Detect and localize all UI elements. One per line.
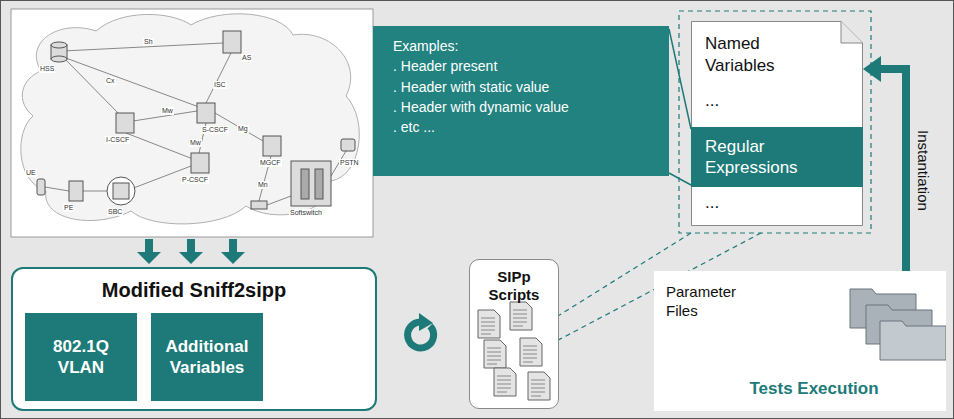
network-label: I-CSCF — [105, 136, 130, 144]
network-label: Mw — [189, 139, 202, 147]
example-line: . Header present — [393, 56, 649, 76]
example-line: . Header with static value — [393, 77, 649, 97]
scripts-title: SIPp Scripts — [474, 268, 554, 304]
panel-text: Tests Execution — [704, 379, 924, 399]
capture-arrows — [137, 239, 245, 264]
network-label: Mn — [257, 181, 269, 189]
examples-callout: Examples:. Header present. Header with s… — [373, 26, 669, 176]
network-label: AS — [241, 54, 252, 62]
network-label: ISC — [213, 81, 227, 89]
network-label: Mw — [161, 107, 174, 115]
network-label: S-CSCF — [201, 126, 229, 134]
cycle-arrow — [408, 313, 434, 348]
network-label: Softswitch — [289, 209, 323, 217]
tests-panel: Parameter FilesTests Execution — [654, 271, 946, 411]
feature-label: Additional Variables — [157, 336, 257, 379]
tool-box: Modified Sniff2sipp 802.1Q VLAN Additional… — [11, 267, 377, 411]
scripts-box: SIPp Scripts — [469, 259, 559, 409]
regex-label: Regular Expressions — [705, 136, 825, 179]
connector — [863, 56, 906, 271]
regex-band: Regular Expressions — [691, 127, 863, 187]
panel-text: Parameter Files — [666, 283, 756, 321]
document-text: ... — [705, 193, 719, 213]
network-label: HSS — [39, 65, 55, 73]
example-line: Examples: — [393, 36, 649, 56]
network-links — [45, 43, 346, 205]
connector — [669, 29, 691, 185]
network-label: Sh — [143, 38, 154, 46]
feature-box: Additional Variables — [151, 313, 263, 401]
network-elements — [37, 31, 355, 209]
tool-title: Modified Sniff2sipp — [13, 279, 375, 302]
example-line: . etc ... — [393, 117, 649, 137]
dashed-template-frame — [679, 11, 871, 233]
document-text: ... — [705, 91, 719, 111]
template-document: Named Variables...... Regular Expressions — [691, 21, 863, 226]
network-cloud — [21, 14, 360, 224]
network-label: SBC — [107, 208, 123, 216]
network-label: UE — [25, 169, 37, 177]
network-illustration — [11, 9, 373, 237]
network-label: PSTN — [339, 159, 360, 167]
network-label: P-CSCF — [181, 176, 209, 184]
feature-label: 802.1Q VLAN — [31, 336, 131, 379]
example-line: . Header with dynamic value — [393, 97, 649, 117]
feature-box: 802.1Q VLAN — [25, 313, 137, 401]
network-label: Mg — [237, 125, 249, 133]
network-label: PE — [63, 204, 74, 212]
connector-label: Instantiation — [915, 130, 932, 211]
network-label: MGCF — [259, 159, 282, 167]
document-text: Named Variables — [705, 33, 815, 77]
network-label: Cx — [105, 77, 116, 85]
